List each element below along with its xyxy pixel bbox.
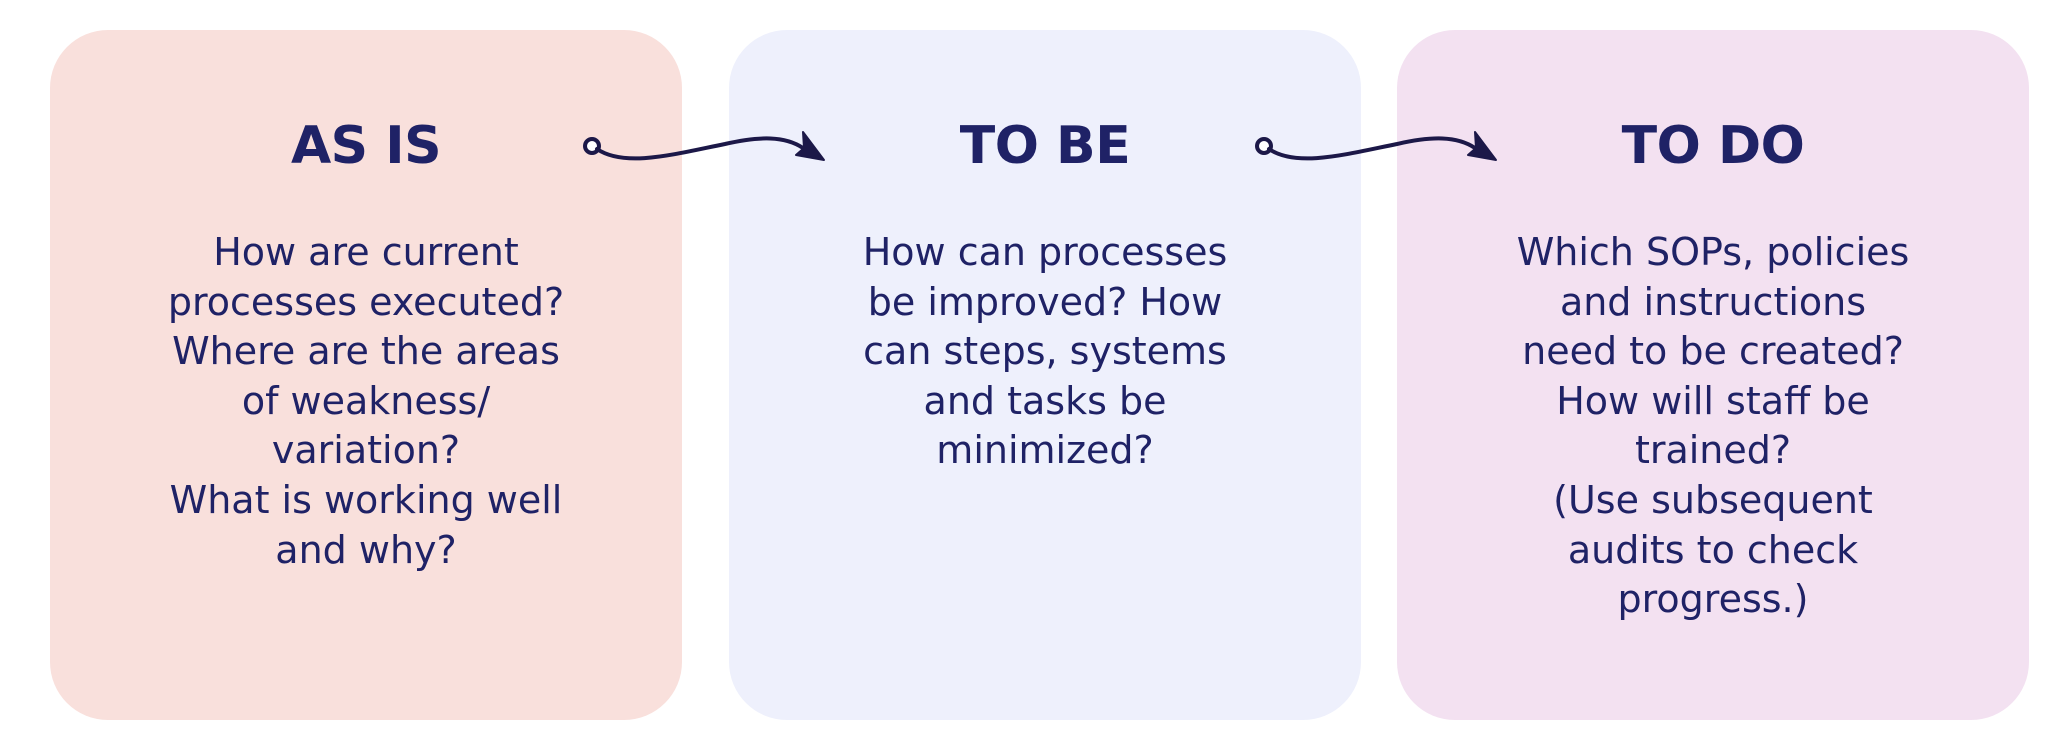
as-is-line: variation? (271, 428, 461, 473)
to-do-line: How will staff be (1556, 378, 1870, 423)
to-do-line: audits to check (1567, 527, 1859, 572)
to-do-line: (Use subsequent (1553, 477, 1873, 522)
as-is-line: of weakness/ (241, 378, 491, 423)
arrow-head (795, 131, 825, 161)
to-be-line: be improved? How (867, 279, 1223, 324)
arrow-curve (1267, 136, 1477, 161)
curved-arrow-icon (583, 131, 825, 161)
to-be-title: TO BE (959, 116, 1131, 176)
as-is-card: AS IS How are current processes executed… (50, 30, 682, 720)
to-do-line: need to be created? (1522, 329, 1904, 374)
to-do-line: trained? (1634, 428, 1792, 473)
to-be-line: can steps, systems (863, 329, 1227, 374)
as-is-line: processes executed? (167, 279, 565, 324)
to-do-description: Which SOPs, policies and instructions ne… (1457, 228, 1969, 625)
as-is-line: How are current (213, 230, 519, 274)
arrow-curve (595, 136, 805, 161)
as-is-title: AS IS (290, 116, 442, 176)
to-do-line: Which SOPs, policies (1516, 230, 1910, 274)
as-is-line: Where are the areas (172, 329, 560, 374)
to-do-card: TO DO Which SOPs, policies and instructi… (1397, 30, 2029, 720)
as-is-line: What is working well (169, 477, 563, 522)
as-is-description: How are current processes executed? Wher… (110, 228, 622, 575)
as-is-line: and why? (275, 527, 457, 572)
to-be-line: and tasks be (923, 378, 1167, 423)
arrow-head (1467, 131, 1497, 161)
to-do-title: TO DO (1621, 116, 1805, 176)
to-be-line: minimized? (936, 428, 1154, 473)
to-do-line: and instructions (1559, 279, 1867, 324)
to-do-line: progress.) (1617, 577, 1809, 622)
curved-arrow-icon (1255, 131, 1497, 161)
to-be-line: How can processes (862, 230, 1228, 274)
to-be-description: How can processes be improved? How can s… (789, 228, 1301, 476)
